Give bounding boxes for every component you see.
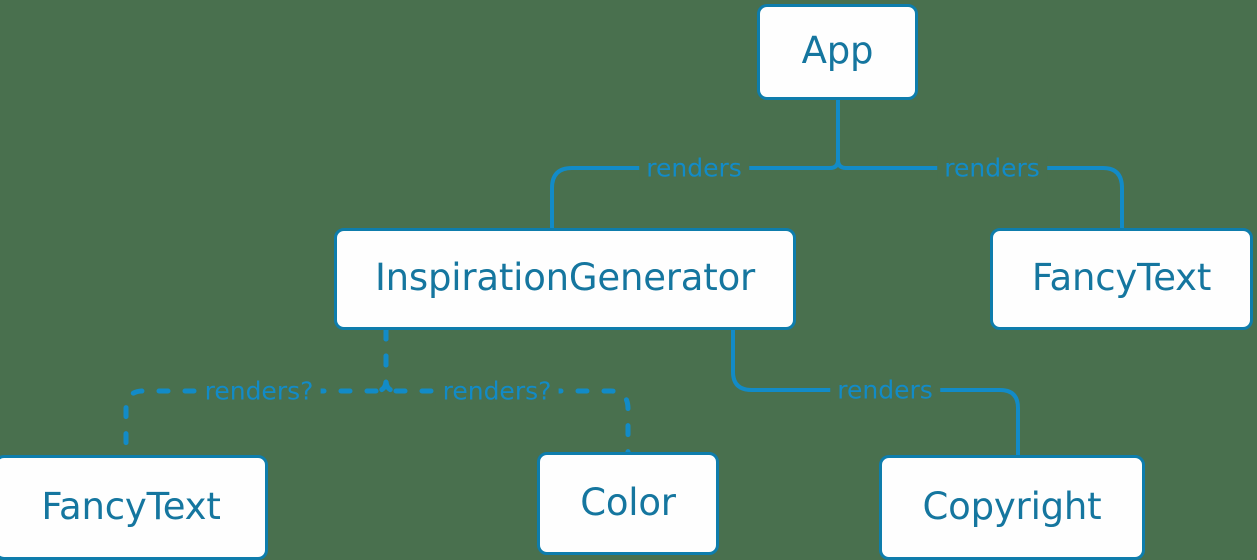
node-fancytext-bottom-label: FancyText [41, 484, 221, 528]
edge-label-app-to-inspirationgenerator: renders [639, 155, 749, 181]
node-app-label: App [801, 29, 874, 72]
edge-inspirationgenerator-to-color [393, 388, 631, 455]
node-app[interactable]: App [757, 4, 918, 100]
node-copyright-label: Copyright [922, 484, 1102, 528]
edge-app-to-inspirationgenerator [550, 166, 832, 230]
node-fancytext-top-label: FancyText [1031, 256, 1212, 299]
edge-app-to-fancytext [844, 166, 1124, 230]
edge-label-inspirationgenerator-to-fancytext: renders? [197, 378, 321, 404]
edge-label-inspirationgenerator-to-color: renders? [435, 378, 559, 404]
node-inspirationgenerator-label: InspirationGenerator [374, 256, 756, 299]
edge-label-inspirationgenerator-to-copyright: renders [830, 377, 940, 403]
node-fancytext-bottom[interactable]: FancyText [0, 455, 268, 560]
node-color-label: Color [580, 480, 676, 524]
node-inspirationgenerator[interactable]: InspirationGenerator [334, 228, 796, 330]
edge-label-app-to-fancytext: renders [937, 155, 1047, 181]
edge-inspirationgenerator-to-fancytext [123, 388, 379, 458]
edge-inspirationgenerator-dashed-stem-right [383, 327, 399, 394]
edge-app-trunk-right [836, 98, 848, 170]
node-fancytext-top[interactable]: FancyText [990, 228, 1253, 330]
node-copyright[interactable]: Copyright [879, 455, 1145, 560]
node-color[interactable]: Color [537, 452, 719, 555]
